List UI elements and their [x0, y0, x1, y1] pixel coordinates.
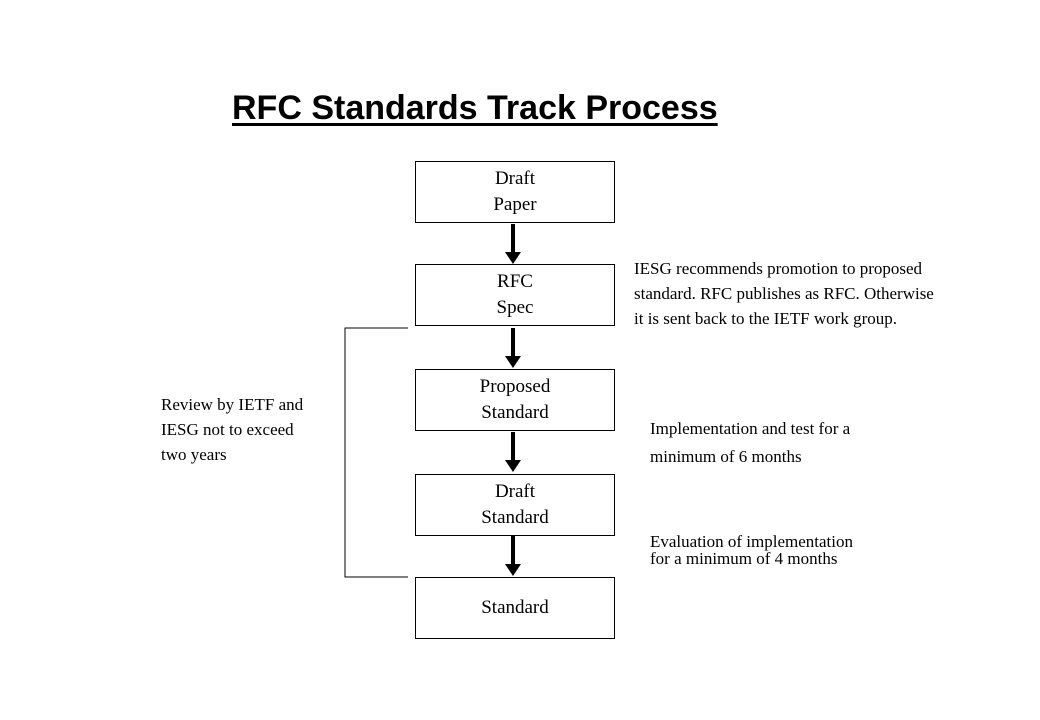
- flow-arrows: [505, 224, 521, 576]
- annotation-implementation: Implementation and test for a minimum of…: [650, 415, 850, 471]
- annotation-iesg-line-2: standard. RFC publishes as RFC. Otherwis…: [634, 284, 934, 303]
- annotation-evaluation-line-1: Evaluation of implementation: [650, 532, 854, 551]
- annotation-review: Review by IETF and IESG not to exceed tw…: [161, 392, 303, 467]
- arrow-proposed-to-draft-head: [505, 460, 521, 472]
- step-proposed-standard-line-1: Proposed: [479, 376, 551, 397]
- step-proposed-standard: Proposed Standard: [415, 369, 615, 431]
- step-standard-line-1: Standard: [481, 597, 549, 618]
- annotation-review-line-2: IESG not to exceed: [161, 420, 294, 439]
- arrow-paper-to-rfc-head: [505, 252, 521, 264]
- diagram-title: RFC Standards Track Process: [232, 89, 718, 127]
- step-draft-paper-line-2: Paper: [493, 194, 537, 215]
- annotation-evaluation-line-2: for a minimum of 4 months: [650, 549, 838, 568]
- step-draft-standard: Draft Standard: [415, 474, 615, 536]
- step-rfc-spec: RFC Spec: [415, 264, 615, 326]
- arrow-draft-to-standard-head: [505, 564, 521, 576]
- annotation-review-line-1: Review by IETF and: [161, 395, 304, 414]
- step-draft-standard-line-1: Draft: [494, 481, 536, 502]
- step-standard: Standard: [415, 577, 615, 639]
- annotation-iesg-line-3: it is sent back to the IETF work group.: [634, 309, 897, 328]
- annotation-implementation-line-1: Implementation and test for a: [650, 419, 851, 438]
- annotation-iesg: IESG recommends promotion to proposed st…: [634, 256, 934, 331]
- review-bracket: [344, 327, 408, 578]
- annotation-iesg-line-1: IESG recommends promotion to proposed: [634, 259, 923, 278]
- step-rfc-spec-line-2: Spec: [496, 297, 534, 318]
- step-draft-standard-line-2: Standard: [481, 507, 549, 528]
- step-draft-paper-line-1: Draft: [494, 168, 536, 189]
- annotation-implementation-line-2: minimum of 6 months: [650, 447, 802, 466]
- step-rfc-spec-line-1: RFC: [497, 271, 533, 292]
- annotation-evaluation: Evaluation of implementation for a minim…: [650, 533, 853, 567]
- step-draft-paper: Draft Paper: [415, 161, 615, 223]
- annotation-review-line-3: two years: [161, 445, 227, 464]
- arrow-rfc-to-proposed-head: [505, 356, 521, 368]
- step-proposed-standard-line-2: Standard: [481, 402, 549, 423]
